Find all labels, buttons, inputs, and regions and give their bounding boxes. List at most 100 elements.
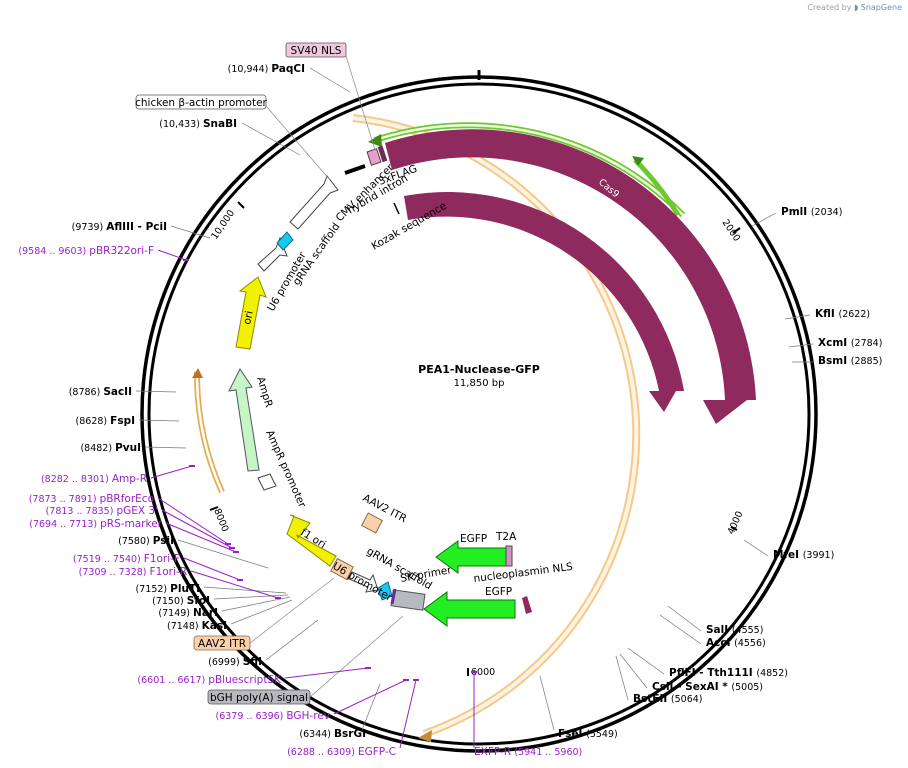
restriction-site-leader <box>241 122 301 156</box>
restriction-site-fspi: (8628) FspI <box>76 415 180 427</box>
primer-leader <box>190 570 279 599</box>
restriction-site-nari: (7149) NarI <box>158 596 291 619</box>
primer-prs-marker: (7694 .. 7713) pRS-marker <box>29 518 239 553</box>
egfp-top-arrow <box>435 540 512 574</box>
tick-label-10000: 10,000 <box>209 208 237 242</box>
kozak-feature <box>393 202 400 215</box>
primer-label: (7813 .. 7835) pGEX 3' <box>46 505 158 517</box>
restriction-site-label: (8482) PvuI <box>80 442 141 454</box>
primer-label: (7694 .. 7713) pRS-marker <box>29 518 162 530</box>
primer-leader <box>157 249 187 261</box>
restriction-site-leader <box>309 67 351 93</box>
restriction-site-leader <box>784 314 811 320</box>
restriction-site-bsrgi: (6344) BsrGI <box>299 683 381 740</box>
primer-pbr322ori-f: (9584 .. 9603) pBR322ori-F <box>18 245 189 261</box>
aav2-itr-box-label: AAV2 ITR <box>198 638 246 650</box>
primer-leader <box>165 522 237 553</box>
restriction-site-bsmi: BsmI (2885) <box>792 355 882 367</box>
restriction-site-label: SalI (4555) <box>706 624 763 636</box>
restriction-site-leader <box>170 225 211 239</box>
restriction-site-kasi: (7148) KasI <box>167 599 293 632</box>
chicken-actin-box <box>135 94 267 110</box>
chicken-actin-box-label: chicken β-actin promoter <box>135 97 267 109</box>
egfp-bottom-label: EGFP <box>485 586 512 598</box>
tick-label-2000: 2000 <box>720 218 743 244</box>
plasmid-size: 11,850 bp <box>454 378 505 389</box>
primer-f1ori-r: (7309 .. 7328) F1ori-R <box>79 566 281 599</box>
restriction-site-leader <box>619 653 648 689</box>
restriction-site-layer: PmlI (2034)KflI (2622)XcmI (2784)BsmI (2… <box>69 63 883 740</box>
primer-pbrforeco: (7873 .. 7891) pBRforEco <box>29 493 231 545</box>
restriction-site-leader <box>751 212 777 227</box>
primer-label: (9584 .. 9603) pBR322ori-F <box>18 245 154 257</box>
bgh-polya-box-label: bGH poly(A) signal <box>210 692 308 704</box>
restriction-site-sali: SalI (4555) <box>667 605 763 636</box>
restriction-site-label: PflFI - Tth111I (4852) <box>669 667 788 679</box>
restriction-site-label: (9739) AflIII - PciI <box>72 221 167 233</box>
primer-label: (7873 .. 7891) pBRforEco <box>29 493 154 505</box>
tick-label-6000: 6000 <box>471 667 495 678</box>
restriction-site-leader <box>627 647 665 675</box>
primer-label: EXFP-R (5941 .. 5960) <box>474 746 582 758</box>
backbone-inner-ring <box>147 82 811 746</box>
bgh-polya-feature <box>390 589 426 611</box>
primer-label: (7519 .. 7540) F1ori-F <box>73 553 180 565</box>
restriction-site-label: (7148) KasI <box>167 620 227 632</box>
restriction-site-afliii: (9739) AflIII - PciI <box>72 221 211 239</box>
flag-feature <box>377 145 388 163</box>
snapgene-brand: Created by ◗ SnapGene <box>807 3 902 12</box>
restriction-site-csii: CsiI - SexAI * (5005) <box>619 653 763 693</box>
primer-egfp-c: (6288 .. 6309) EGFP-C <box>287 679 419 758</box>
ampr-label: AmpR <box>254 375 275 409</box>
restriction-site-label: FseI (5549) <box>558 728 618 740</box>
u6-promoter-bottom-arrow <box>348 571 379 593</box>
ampr-promoter-feature <box>257 473 277 491</box>
primer-layer: EXFP-R (5941 .. 5960) (6288 .. 6309) EGFP… <box>18 245 582 758</box>
restriction-site-label: (7580) PsiI <box>118 535 174 547</box>
primer-leader <box>157 497 229 545</box>
restriction-site-pluti: (7152) PluTI <box>136 583 287 595</box>
primer-leader <box>150 465 193 479</box>
restriction-site-leader <box>361 683 381 731</box>
ampr-region-outline <box>193 371 225 494</box>
restriction-site-label: (6344) BsrGI <box>299 728 366 740</box>
primer-pgex-3-: (7813 .. 7835) pGEX 3' <box>46 505 235 549</box>
egfp-top-label: EGFP <box>460 533 487 545</box>
primer-label: (6601 .. 6617) pBluescriptSK <box>137 674 282 686</box>
nucleoplasmin-nls-feature <box>522 596 532 614</box>
restriction-site-leader <box>743 539 769 557</box>
egfp-bottom-arrow <box>423 591 516 627</box>
restriction-site-xcmi: XcmI (2784) <box>788 337 882 349</box>
u6-promoter-bottom-box <box>330 557 354 581</box>
restriction-site-sfoi: (7150) SfoI <box>152 594 289 607</box>
restriction-site-leader <box>135 390 177 393</box>
primer-amp-r: (8282 .. 8301) Amp-R <box>41 465 195 485</box>
restriction-site-leader <box>615 655 629 701</box>
restriction-site-leader <box>177 539 269 569</box>
restriction-site-label: (7152) PluTI <box>136 583 200 595</box>
t2a-feature <box>505 545 513 567</box>
restriction-site-label: AccI (4556) <box>706 637 766 649</box>
sv40-nls-box <box>285 42 347 58</box>
cas9-inner-arc <box>404 192 684 391</box>
restriction-site-leader <box>144 446 187 449</box>
restriction-site-label: (6999) SfiI <box>208 656 262 668</box>
restriction-site-label: BstEII (5064) <box>633 693 703 705</box>
grna-scaffold-top-feature <box>276 231 294 251</box>
ampr-promoter-label: AmpR promoter <box>263 428 308 510</box>
sv40-nls-feature <box>366 148 382 166</box>
restriction-site-sfii: (6999) SfiI <box>208 619 319 668</box>
primer-leader <box>183 557 241 581</box>
restriction-site-acci: AccI (4556) <box>659 614 766 649</box>
restriction-site-sacii: (8786) SacII <box>69 386 177 398</box>
primer-leader <box>399 679 417 749</box>
restriction-site-bsteii: BstEII (5064) <box>615 655 703 705</box>
plasmid-name: PEA1-Nuclease-GFP <box>418 363 540 376</box>
primer-label: (8282 .. 8301) Amp-R <box>41 473 147 485</box>
cmv-enhancer-arrow <box>289 174 339 230</box>
restriction-site-label: (7149) NarI <box>158 607 218 619</box>
restriction-site-psii: (7580) PsiI <box>118 535 269 569</box>
snapgene-logo-icon: ◗ <box>853 3 859 12</box>
restriction-site-leader <box>221 596 291 612</box>
